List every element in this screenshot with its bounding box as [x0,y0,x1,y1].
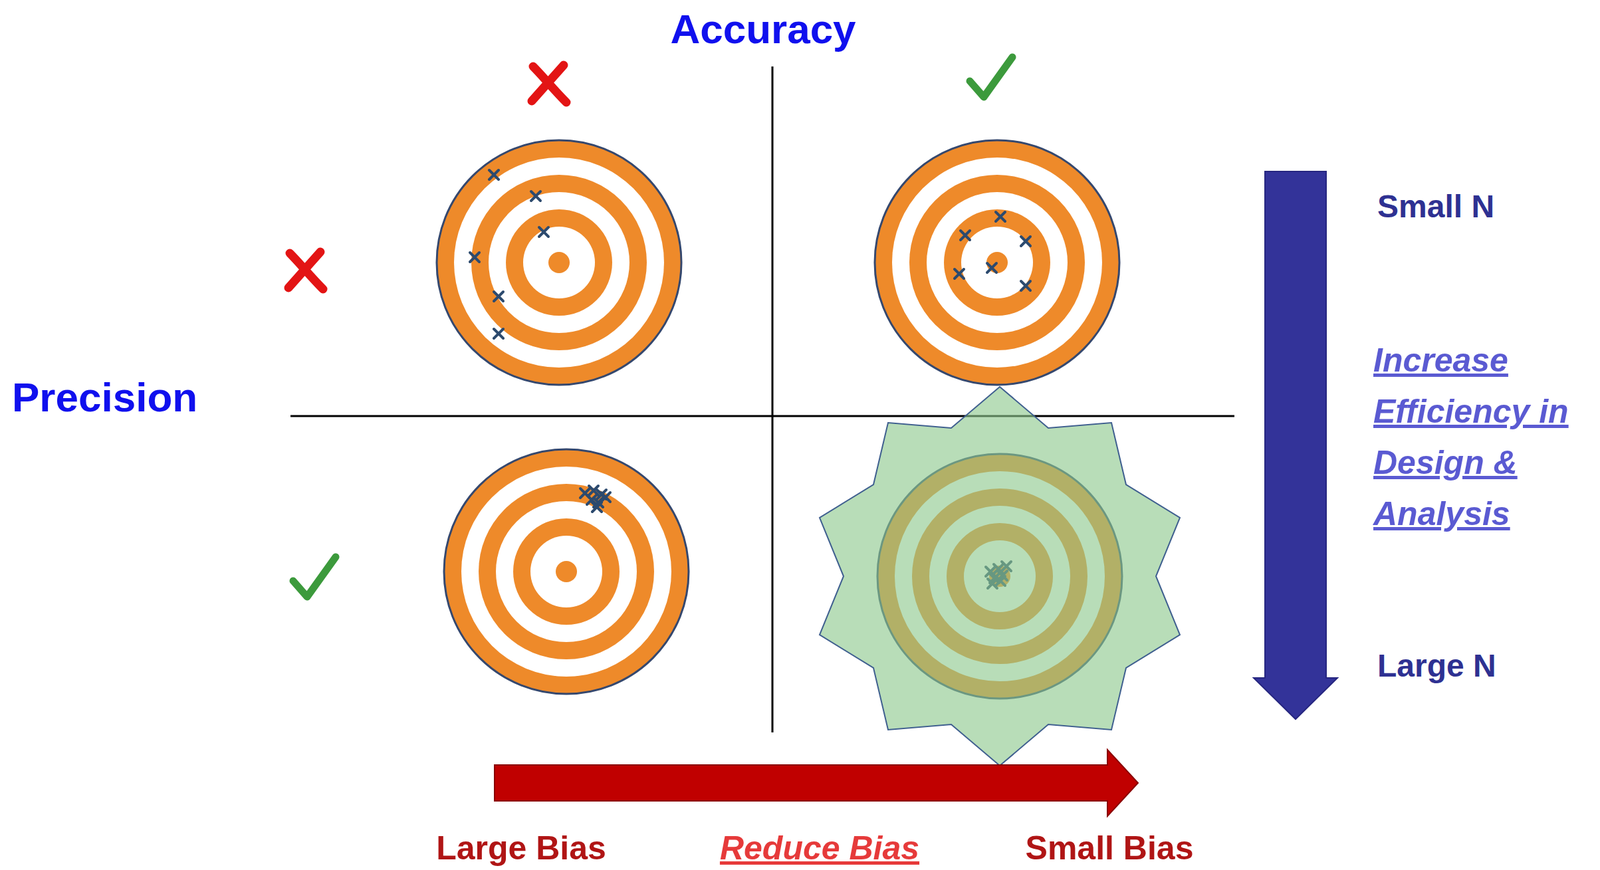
shot-mark [1021,281,1031,291]
bias-arrow [494,749,1139,817]
shot-mark [531,191,541,201]
shot-mark [1021,236,1031,246]
target [436,140,682,385]
scale-label: Small Bias [1025,830,1194,867]
shot-mark [987,263,997,273]
check-mark [293,557,336,597]
scale-label: Large Bias [436,830,607,867]
highlight-star [819,386,1180,766]
axis-line [290,415,1235,418]
axis-line [771,66,774,733]
shot-mark [493,291,504,302]
axis-title: Accuracy [670,7,856,51]
shot-mark [539,227,549,237]
note-text: Reduce Bias [719,830,920,867]
shot-mark [995,212,1006,222]
cross-mark [531,65,567,103]
target [444,449,689,694]
scale-label: Large N [1377,649,1497,683]
scale-label: Small N [1377,190,1495,224]
shot-mark [493,329,504,339]
axis-title: Precision [11,375,198,419]
shot-mark [592,502,602,512]
shot-mark [960,230,970,240]
target [874,140,1120,385]
check-mark [969,57,1013,98]
cross-mark [288,251,324,290]
shot-mark [469,252,480,262]
shot-mark [489,170,499,180]
shot-mark [954,269,964,279]
sample-size-arrow [1253,171,1338,720]
shot-mark [600,492,611,502]
note-text: Increase Efficiency in Design & Analysis [1373,335,1595,540]
